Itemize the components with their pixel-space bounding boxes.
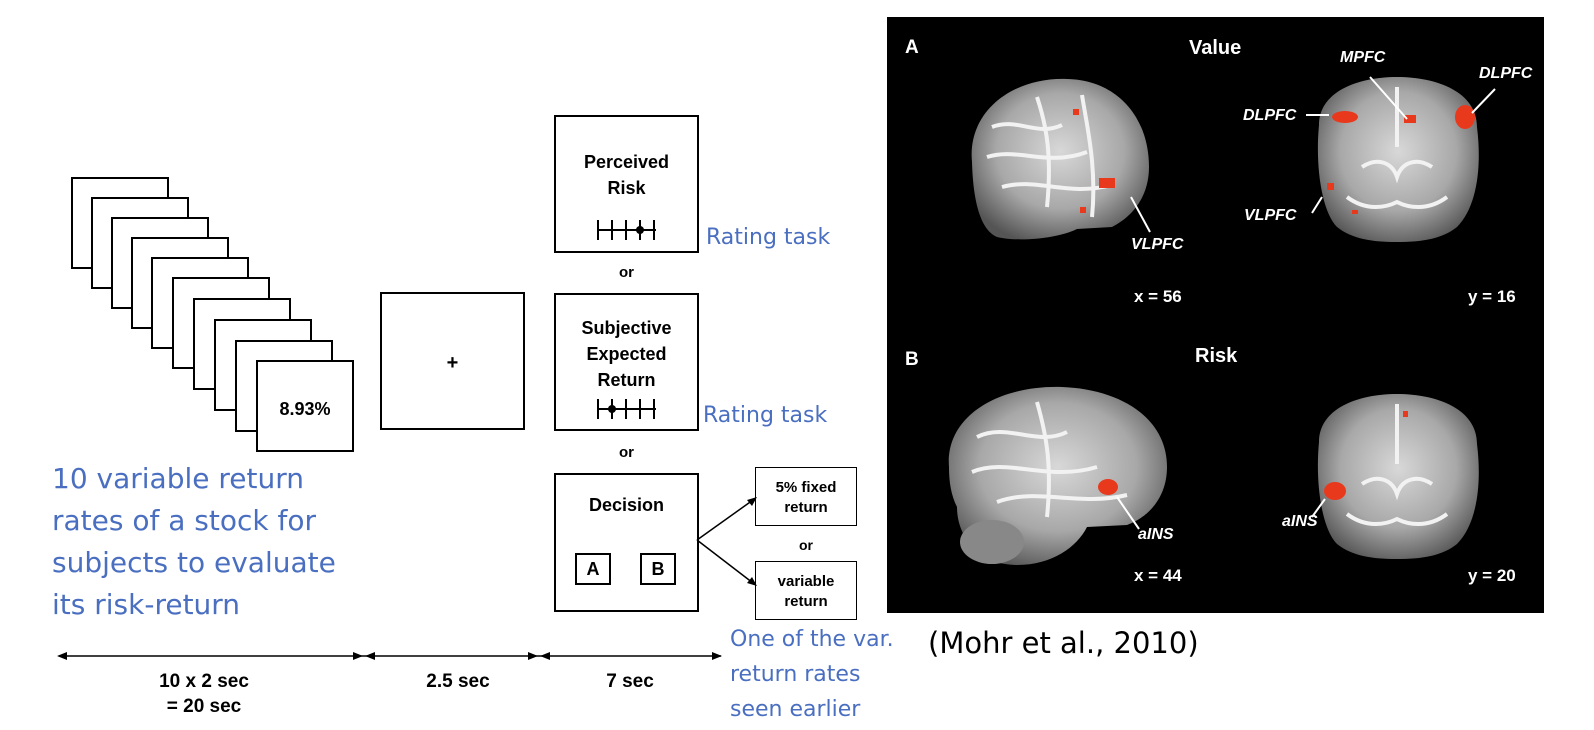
subjective-return-label: Subjective Expected Return bbox=[581, 318, 672, 390]
coord-a-sagittal: x = 56 bbox=[1134, 287, 1182, 306]
coord-a-coronal: y = 16 bbox=[1468, 287, 1516, 306]
return-rate-value: 8.93% bbox=[279, 399, 331, 419]
subjective-return-screen: Subjective Expected Return bbox=[554, 293, 699, 431]
vlpfc-sagittal-label: VLPFC bbox=[1131, 236, 1184, 253]
rating-scale-icon bbox=[597, 220, 656, 240]
rating-scale-icon bbox=[597, 399, 656, 419]
fixation-cross: + bbox=[446, 352, 459, 374]
timeline-stimuli-duration: 10 x 2 sec bbox=[159, 671, 249, 692]
brain-images bbox=[948, 76, 1496, 565]
or-label: or bbox=[799, 537, 813, 553]
option-b-box: B bbox=[640, 553, 676, 585]
perceived-risk-screen: Perceived Risk bbox=[554, 115, 699, 253]
ains-coronal-label: aINS bbox=[1282, 513, 1318, 530]
panel-b-title: Risk bbox=[1195, 345, 1238, 367]
perceived-risk-label: Perceived Risk bbox=[583, 152, 670, 198]
vlpfc-coronal-label: VLPFC bbox=[1244, 207, 1297, 224]
dlpfc-left-label: DLPFC bbox=[1243, 107, 1297, 124]
or-label: or bbox=[619, 444, 634, 461]
timeline-stimuli-total: = 20 sec bbox=[166, 696, 242, 717]
coord-b-coronal: y = 20 bbox=[1468, 566, 1516, 585]
panel-a-title: Value bbox=[1189, 37, 1242, 59]
sagittal-brain-a bbox=[971, 78, 1151, 240]
citation: (Mohr et al., 2010) bbox=[928, 626, 1199, 660]
or-label: or bbox=[619, 264, 634, 281]
mpfc-label: MPFC bbox=[1340, 49, 1386, 66]
coronal-brain-a bbox=[1306, 76, 1496, 242]
dlpfc-right-label: DLPFC bbox=[1479, 65, 1533, 82]
option-a-box: A bbox=[575, 553, 611, 585]
coronal-brain-b bbox=[1311, 394, 1479, 559]
coord-b-sagittal: x = 44 bbox=[1134, 566, 1182, 585]
panel-a-label: A bbox=[905, 37, 919, 58]
stimuli-description: 10 variable return rates of a stock for … bbox=[52, 462, 336, 621]
timeline-task-duration: 7 sec bbox=[606, 671, 654, 692]
decision-arrows bbox=[696, 497, 757, 586]
panel-b-label: B bbox=[905, 349, 919, 370]
brain-imaging-panel: A Value MPFC DLPFC DLPFC VLPFC VLPFC x =… bbox=[887, 17, 1544, 613]
decision-title: Decision bbox=[588, 495, 665, 515]
rating-task-label: Rating task bbox=[706, 225, 831, 250]
timeline-fixation-duration: 2.5 sec bbox=[426, 671, 490, 692]
variable-return-note: One of the var. return rates seen earlie… bbox=[730, 627, 894, 722]
sagittal-brain-b bbox=[948, 386, 1167, 565]
decision-screen: Decision A B bbox=[554, 473, 699, 612]
timeline-axis bbox=[57, 652, 722, 660]
fixation-screen: + bbox=[380, 292, 525, 430]
variable-return-option: variable return bbox=[755, 561, 857, 620]
rating-task-label: Rating task bbox=[703, 403, 828, 428]
ains-sagittal-label: aINS bbox=[1138, 526, 1174, 543]
stimulus-card-front: 8.93% bbox=[256, 360, 354, 452]
fixed-return-option: 5% fixed return bbox=[755, 467, 857, 526]
